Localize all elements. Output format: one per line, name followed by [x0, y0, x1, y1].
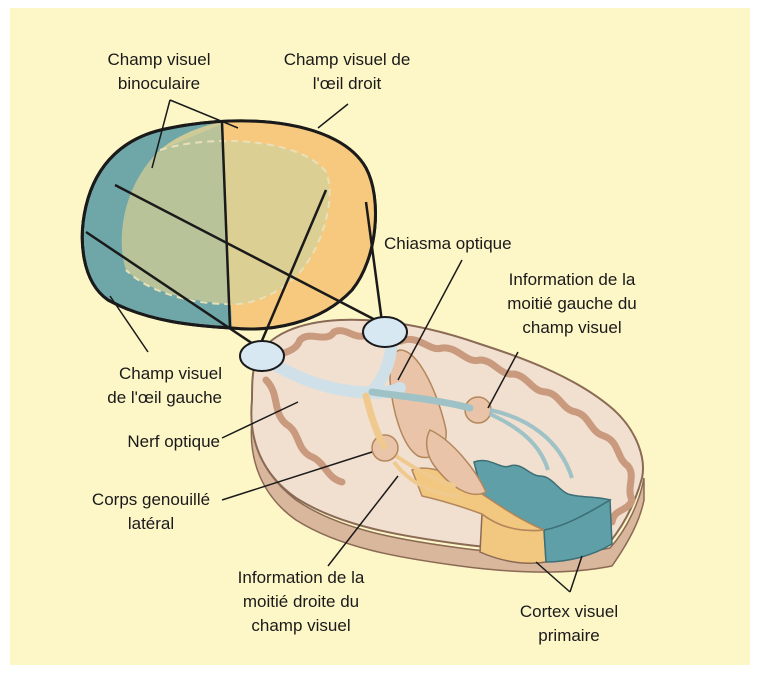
leader-right-field [318, 104, 348, 128]
label-left-half-info: Information de la moitié gauche du champ… [474, 268, 670, 340]
left-eye [240, 341, 284, 371]
label-left-eye-field: Champ visuel de l'œil gauche [60, 362, 222, 410]
visual-field-diagram [82, 121, 385, 350]
label-right-half-info: Information de la moitié droite du champ… [206, 566, 396, 638]
label-primary-visual-cortex: Cortex visuel primaire [496, 600, 642, 648]
label-optic-nerve: Nerf optique [80, 430, 220, 454]
brain-section [240, 317, 644, 572]
label-right-eye-field: Champ visuel de l'œil droit [252, 48, 442, 96]
right-eye [363, 317, 407, 347]
label-binocular-field: Champ visuel binoculaire [84, 48, 234, 96]
label-lateral-geniculate: Corps genouillé latéral [76, 488, 226, 536]
label-optic-chiasm: Chiasma optique [384, 232, 584, 256]
